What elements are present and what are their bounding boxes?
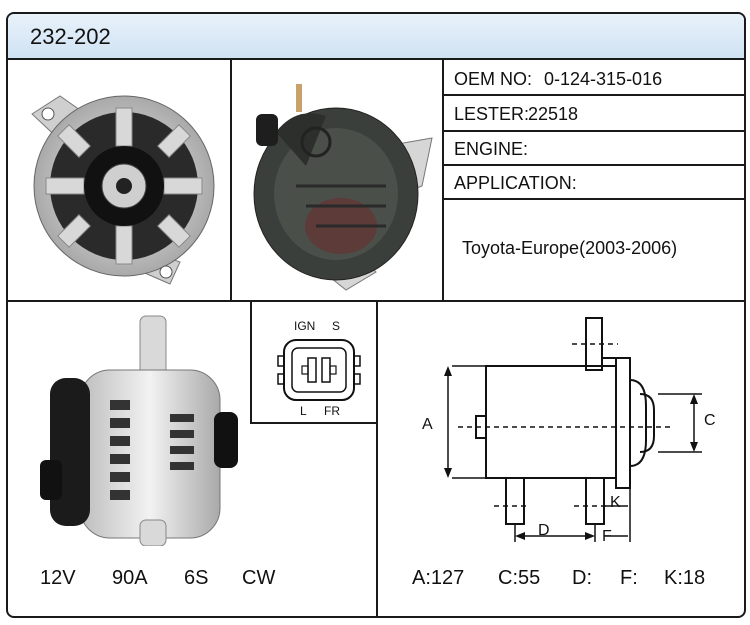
voltage: 12V: [40, 567, 76, 589]
pin-ign-label: IGN: [294, 319, 316, 333]
part-number: 232-202: [30, 24, 111, 49]
divider: [442, 164, 744, 166]
oem-label: OEM NO:: [454, 69, 533, 89]
oem-value: 0-124-315-016: [544, 69, 663, 89]
dimension-k: K:18: [664, 567, 706, 589]
pin-s-label: S: [332, 319, 341, 333]
dimension-a: A:127: [412, 567, 465, 589]
dim-letter-f: F: [602, 528, 612, 545]
dimension-f: F:: [620, 567, 638, 589]
application-label: APPLICATION:: [454, 173, 577, 193]
divider: [376, 300, 378, 616]
divider: [442, 60, 444, 302]
dimension-drawing: [444, 317, 702, 542]
dim-letter-c: C: [704, 412, 716, 429]
title-bar: 232-202: [8, 14, 744, 60]
engine-label: ENGINE:: [454, 139, 529, 159]
divider: [230, 60, 232, 302]
divider: [250, 300, 252, 424]
dim-letter-k: K: [610, 494, 621, 511]
alternator-front-photo: [31, 95, 215, 285]
dimension-d: D:: [572, 567, 592, 589]
rotation: CW: [242, 567, 276, 589]
spec-oem: OEM NO: 0-124-315-016: [444, 62, 744, 96]
divider: [250, 422, 378, 424]
dim-letter-a: A: [422, 416, 433, 433]
divider: [442, 94, 744, 96]
dimension-c: C:55: [498, 567, 541, 589]
application-value: Toyota-Europe(2003-2006): [462, 238, 678, 258]
connector-diagram: [277, 339, 361, 401]
spec-lester: LESTER: 22518: [444, 97, 744, 131]
alternator-rear-photo: [253, 84, 433, 291]
pin-l-label: L: [300, 404, 307, 418]
divider: [442, 198, 744, 200]
pulley-type: 6S: [184, 567, 209, 589]
spec-application: APPLICATION:: [444, 166, 744, 200]
lester-label: LESTER:: [454, 104, 530, 124]
divider: [442, 130, 744, 132]
dim-letter-d: D: [538, 522, 550, 539]
spec-engine: ENGINE:: [444, 132, 744, 166]
alternator-side-photo: [40, 315, 238, 546]
amperage: 90A: [112, 567, 148, 589]
pin-fr-label: FR: [324, 404, 340, 418]
spec-sheet: 232-202 OEM NO: 0-124-315-016 LESTER: 22…: [6, 12, 746, 618]
lester-value: 22518: [528, 104, 579, 124]
